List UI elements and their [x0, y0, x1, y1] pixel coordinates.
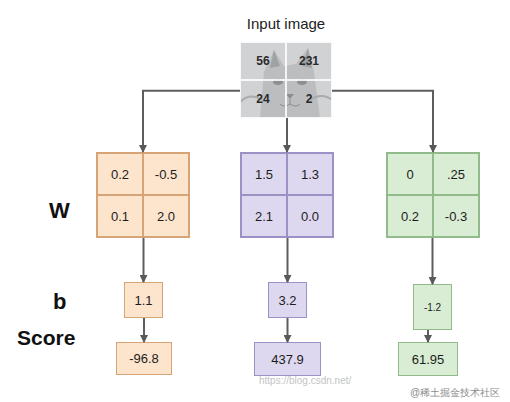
flow-arrow: [143, 318, 145, 342]
flow-arrow: [427, 330, 429, 342]
pixel-cell: 2: [286, 80, 332, 118]
value-text: 56: [256, 54, 269, 68]
value-text: 0.1: [111, 209, 129, 224]
score-box: -96.8: [116, 342, 172, 375]
value-text: 24: [256, 92, 269, 106]
value-text: -0.5: [155, 167, 177, 182]
image-haze: [240, 42, 332, 118]
weight-matrix: 1.5 1.3 2.1 0.0: [240, 152, 334, 238]
weight-cell: 1.3: [287, 153, 333, 195]
image-background: [240, 42, 332, 118]
input-image: Input image56231242: [240, 42, 332, 118]
weight-cell: -0.3: [433, 195, 479, 237]
pixel-cell: 24: [240, 80, 286, 118]
value-text: 2.0: [157, 209, 175, 224]
weight-cell: .25: [433, 153, 479, 195]
bias-box: 3.2: [268, 282, 307, 318]
flow-arrow: [287, 318, 289, 342]
bias-box: -1.2: [413, 284, 452, 330]
value-text: 231: [299, 54, 319, 68]
flow-arrow: [143, 91, 240, 152]
row-label: W: [49, 198, 70, 224]
flow-arrow: [286, 118, 288, 152]
score-box: 61.95: [398, 342, 458, 376]
score-box: 437.9: [254, 342, 321, 376]
flow-arrow: [143, 238, 145, 282]
value-text: 2: [306, 92, 313, 106]
value-text: 1.3: [301, 167, 319, 182]
value-text: 3.2: [278, 293, 296, 308]
row-label: b: [53, 289, 66, 315]
weight-cell: 0.0: [287, 195, 333, 237]
value-text: 61.95: [412, 352, 445, 367]
bias-box: 1.1: [124, 282, 163, 318]
weight-matrix: 0 .25 0.2 -0.3: [386, 152, 480, 238]
pixel-cell: 231: [286, 42, 332, 80]
image-title: Input image: [200, 15, 372, 32]
value-text: 0.2: [401, 209, 419, 224]
flow-arrow: [432, 238, 434, 284]
weight-matrix: 0.2 -0.5 0.1 2.0: [96, 152, 190, 238]
weight-cell: 0.2: [97, 153, 143, 195]
weight-cell: 0: [387, 153, 433, 195]
watermark: https://blog.csdn.net/: [259, 375, 351, 386]
value-text: 437.9: [271, 352, 304, 367]
pixel-cell: 56: [240, 42, 286, 80]
weight-cell: 1.5: [241, 153, 287, 195]
weight-cell: 2.0: [143, 195, 189, 237]
weight-cell: 0.1: [97, 195, 143, 237]
weight-cell: -0.5: [143, 153, 189, 195]
row-label: Score: [17, 326, 75, 350]
watermark: @稀土掘金技术社区: [410, 386, 500, 400]
cat-nose: [286, 94, 294, 99]
weight-cell: 2.1: [241, 195, 287, 237]
weight-cell: 0.2: [387, 195, 433, 237]
cat-mouth: [280, 99, 300, 106]
value-text: -96.8: [129, 351, 159, 366]
value-text: 0.0: [301, 209, 319, 224]
value-text: 1.1: [134, 293, 152, 308]
value-text: -0.3: [445, 209, 467, 224]
value-text: -1.2: [424, 302, 441, 313]
value-text: 1.5: [255, 167, 273, 182]
value-text: 0: [406, 167, 413, 182]
value-text: 2.1: [255, 209, 273, 224]
value-text: 0.2: [111, 167, 129, 182]
value-text: .25: [447, 167, 465, 182]
flow-arrow: [332, 91, 433, 152]
flow-arrow: [287, 238, 289, 282]
